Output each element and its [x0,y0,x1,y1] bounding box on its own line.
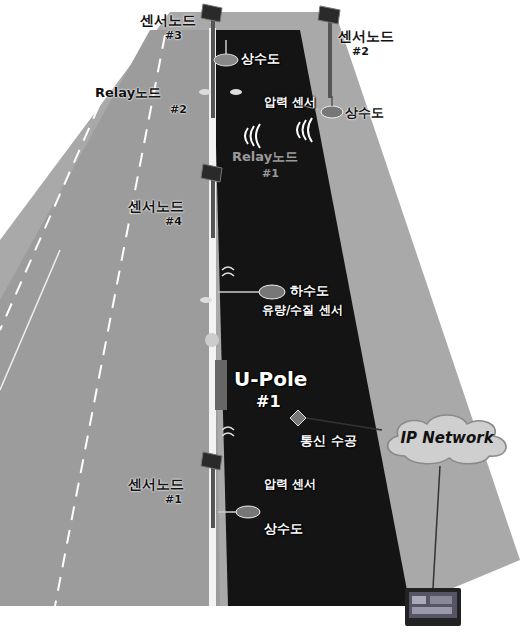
sidewalk-strip [213,30,410,606]
road-surface [0,12,520,606]
pipe-label: 상수도 [264,522,303,537]
sensor-label: 압력 센서 [264,96,316,110]
node-name: 센서노드 [128,198,184,214]
control-monitor [405,588,461,626]
pole [201,164,222,238]
node-number: #4 [165,216,182,229]
leader-line [331,96,333,106]
manhole [214,54,238,66]
u-pole-body [215,360,227,410]
node-number: #1 [262,168,279,181]
roadway [0,30,220,606]
network-line [306,418,382,430]
network-cloud: IP Network [380,410,514,466]
wireless-signal [245,118,312,148]
network-line [433,466,440,588]
pipe-label: 상수도 [241,52,280,67]
pole [318,6,340,98]
node-name: 센서노드 [128,476,184,492]
sensor-label: 유량/수질 센서 [262,304,343,318]
node-name: Relay노드 [95,86,161,101]
pipe-label: 하수도 [290,284,329,299]
lane-line [0,40,128,330]
lamp [199,89,211,95]
node-number: #2 [170,104,187,117]
lamp [200,297,212,303]
pole-number: #1 [256,393,281,411]
node-name: 센서노드 [338,28,394,44]
sensor-label: 압력 센서 [264,478,316,492]
lane-line [0,250,60,390]
manhole-label: 통신 수공 [300,434,357,449]
leader-line [218,511,236,513]
lamp [205,333,219,347]
manhole [236,506,260,518]
leader-line [225,40,227,54]
lamp [230,89,242,95]
cloud-label: IP Network [380,429,514,447]
node-name: 센서노드 [140,12,196,28]
pole [201,452,222,528]
pole-name: U-Pole [234,368,307,391]
node-number: #3 [165,30,182,43]
manhole [259,285,285,299]
node-number: #2 [352,46,369,59]
leader-line [218,291,259,293]
pipe-label: 상수도 [345,106,384,121]
lane-line [55,35,165,606]
manhole [321,106,343,118]
comm-manhole [290,410,306,426]
node-number: #1 [165,494,182,507]
node-name: Relay노드 [232,150,298,165]
